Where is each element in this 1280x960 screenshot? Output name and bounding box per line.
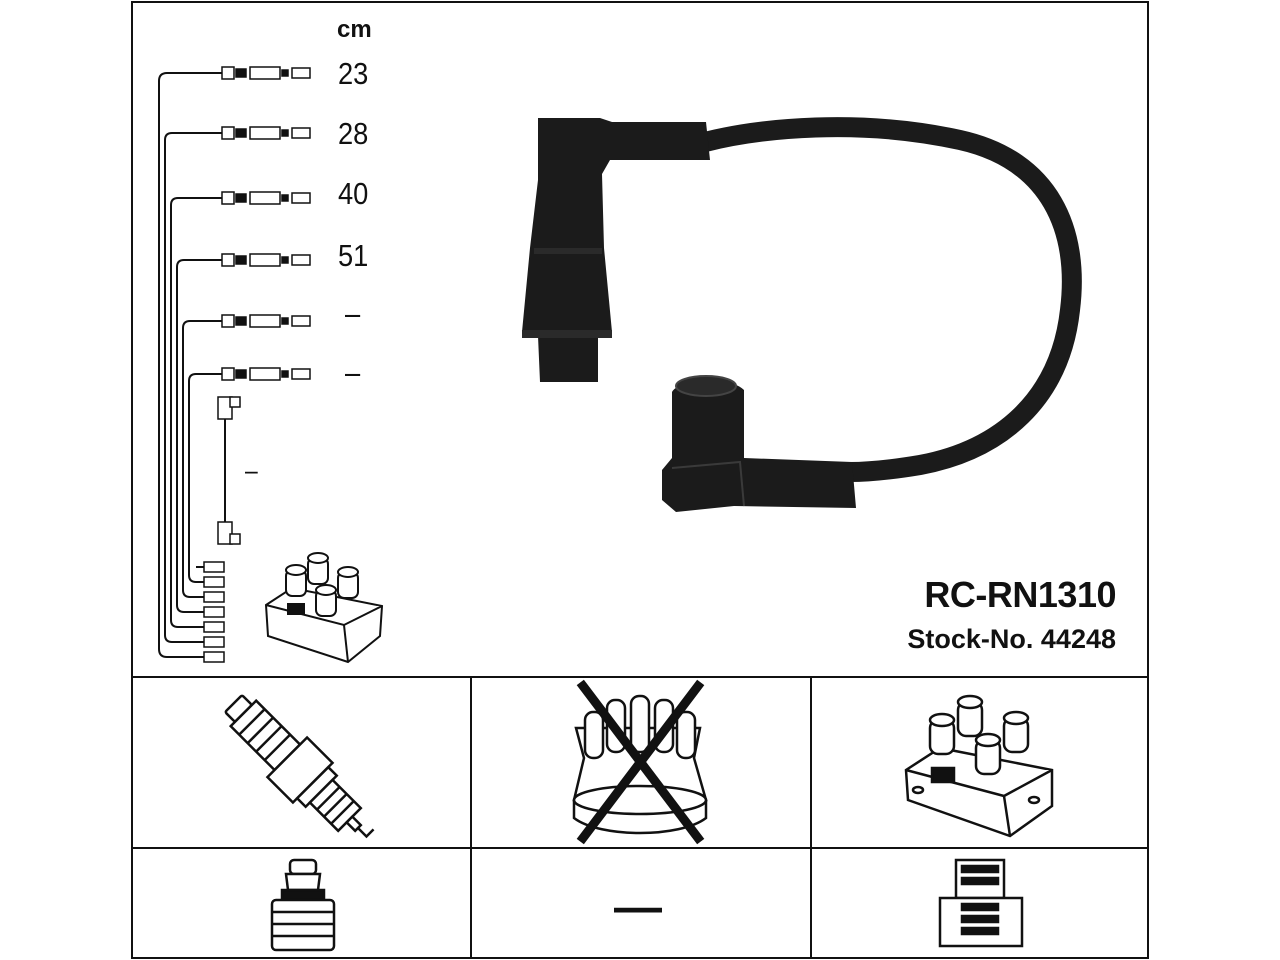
wiring-schematic: [158, 72, 222, 658]
cap-connector-value: —: [614, 881, 662, 934]
spark-plug-icon: [224, 694, 375, 839]
lead-length-4: 51: [338, 238, 369, 273]
lead-length-2: 28: [338, 116, 369, 151]
unit-label: cm: [337, 16, 372, 43]
ignition-cable-illustration: [522, 117, 1082, 512]
ignition-coil-icon: [904, 694, 1054, 838]
not-applicable-cross: [576, 679, 705, 845]
part-number: RC-RN1310: [924, 574, 1116, 615]
lead-length-5: –: [345, 296, 361, 331]
lead-length-1: 23: [338, 56, 369, 91]
lead-length-6: –: [345, 355, 361, 390]
coil-terminals: [203, 561, 225, 663]
coil-lead-symbol: [217, 396, 241, 545]
lead-connectors: [221, 66, 311, 381]
table-grid: [131, 1, 1149, 959]
coil-connector-icon: [938, 858, 1024, 948]
stock-number: Stock-No. 44248: [907, 624, 1116, 654]
plug-connector-icon: [270, 858, 336, 952]
lead-length-3: 40: [338, 176, 369, 211]
ignition-coil-small-icon: [264, 552, 384, 664]
coil-lead-length: –: [245, 455, 258, 485]
